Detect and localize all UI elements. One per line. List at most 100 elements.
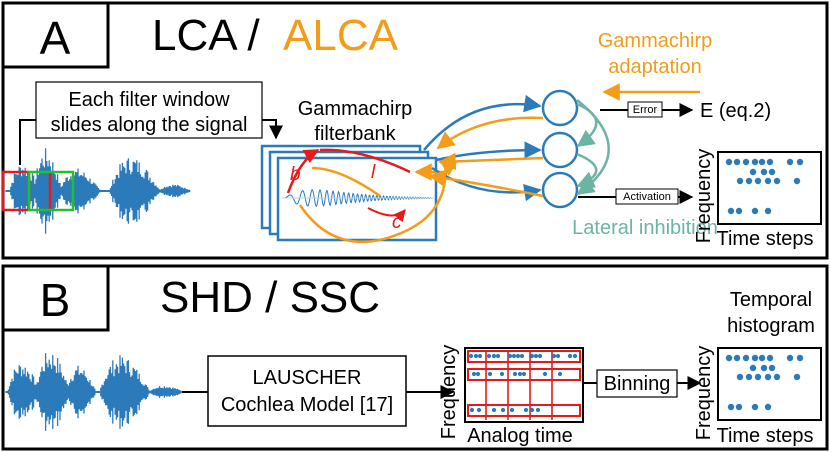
- panel-b-title: SHD / SSC: [160, 273, 380, 322]
- spike-dot: [773, 177, 781, 185]
- spike-dot: [796, 158, 804, 166]
- waveform-path: [5, 148, 191, 234]
- neuron-2: [541, 131, 579, 169]
- spike-dot: [572, 353, 578, 359]
- spike-dot: [477, 353, 483, 359]
- spike-dot: [476, 407, 482, 413]
- neuron-3: [541, 171, 579, 209]
- spike-dot: [735, 207, 743, 215]
- spike-dot: [512, 371, 518, 377]
- spike-dot: [471, 371, 477, 377]
- spike-dot: [751, 403, 759, 411]
- spike-dot: [523, 407, 529, 413]
- spike-dot: [725, 158, 733, 166]
- histogram-title-line1: Temporal: [730, 289, 812, 311]
- filter-window-green: [27, 170, 75, 212]
- adaptation-curve-inner: [311, 166, 381, 198]
- lateral-inhibition-label: Lateral inhibition: [572, 217, 718, 239]
- spike-dot: [733, 158, 741, 166]
- spike-raster-a-dots: [725, 158, 804, 215]
- spike-dot: [742, 158, 750, 166]
- activation-label-box: [615, 188, 679, 205]
- spike-dot: [555, 353, 561, 359]
- spike-dot: [529, 353, 535, 359]
- spike-dot: [557, 371, 563, 377]
- spike-dot: [517, 371, 523, 377]
- spike-dot: [551, 353, 557, 359]
- error-target: E (eq.2): [700, 100, 771, 122]
- panel-a-title-right: ALCA: [283, 11, 399, 60]
- spike-dot: [507, 353, 513, 359]
- spike-raster-b-dots: [725, 354, 804, 411]
- cochlea-model-line1: LAUSCHER: [253, 367, 362, 389]
- filter-window-note-line1: Each filter window: [68, 89, 230, 111]
- spike-dot: [751, 207, 759, 215]
- spike-dot: [760, 168, 768, 176]
- spike-dot: [766, 354, 774, 362]
- spike-dot: [768, 364, 776, 372]
- spike-dot: [500, 407, 506, 413]
- param-c-arrow: [367, 207, 406, 223]
- feedback-orange-1: [436, 116, 544, 150]
- spike-dot: [754, 177, 762, 185]
- spike-dot: [735, 403, 743, 411]
- spike-dot: [515, 353, 521, 359]
- spike-dot: [768, 168, 776, 176]
- cochlea-model-box: [207, 355, 407, 427]
- window-bracket: [19, 119, 36, 165]
- spike-dot: [786, 354, 794, 362]
- param-b-arrow: [286, 148, 320, 194]
- spike-dot: [491, 353, 497, 359]
- feedback-orange-3: [428, 169, 544, 198]
- spike-dot: [736, 177, 744, 185]
- spike-dot: [749, 168, 757, 176]
- spike-dot: [749, 364, 757, 372]
- spike-dot: [542, 371, 548, 377]
- spike-dot: [727, 403, 735, 411]
- spike-dot: [537, 353, 543, 359]
- param-l: l: [371, 162, 376, 183]
- spike-dot: [499, 371, 505, 377]
- spike-dot: [727, 207, 735, 215]
- spike-dot: [486, 353, 492, 359]
- raster-a-xlabel: Time steps: [716, 228, 813, 250]
- binning-box: [596, 369, 678, 398]
- spike-dot: [764, 403, 772, 411]
- panel-a-letter: A: [40, 12, 71, 64]
- panel-a-letter-box: [1, 1, 110, 69]
- param-c: c: [392, 212, 402, 233]
- analog-spike-dots: [467, 350, 581, 420]
- spike-dot: [793, 373, 801, 381]
- spike-dot: [764, 373, 772, 381]
- raster-a-ylabel: Frequency: [693, 149, 715, 244]
- inhibition-arc-1: [576, 102, 598, 148]
- filter-window-note-box: [35, 81, 263, 139]
- panel-a-title-left: LCA /: [152, 11, 260, 60]
- spike-dot: [529, 407, 535, 413]
- spike-dot: [469, 407, 475, 413]
- spike-dot: [786, 158, 794, 166]
- spike-dot: [760, 364, 768, 372]
- spike-dot: [487, 371, 493, 377]
- spike-dot: [751, 158, 759, 166]
- raster-b-xlabel: Time steps: [716, 425, 813, 447]
- spike-dot: [796, 354, 804, 362]
- error-label: Error: [633, 104, 658, 116]
- spike-dot: [567, 353, 573, 359]
- analog-xlabel: Analog time: [467, 425, 573, 447]
- spike-dot: [764, 177, 772, 185]
- error-label-box: [627, 101, 663, 118]
- frequency-band-outline: [467, 350, 581, 363]
- spike-dot: [745, 373, 753, 381]
- spike-dot: [773, 373, 781, 381]
- cochlea-model-line2: Cochlea Model [17]: [221, 394, 393, 416]
- analog-ylabel: Frequency: [438, 345, 460, 440]
- spike-dot: [509, 407, 515, 413]
- frequency-band-outline: [467, 404, 581, 417]
- panel-a-frame: [1, 1, 829, 260]
- audio-signal-b: [5, 353, 182, 431]
- frequency-band-outline: [467, 368, 581, 381]
- analog-spike-raster: [464, 347, 584, 423]
- spike-dot: [521, 371, 527, 377]
